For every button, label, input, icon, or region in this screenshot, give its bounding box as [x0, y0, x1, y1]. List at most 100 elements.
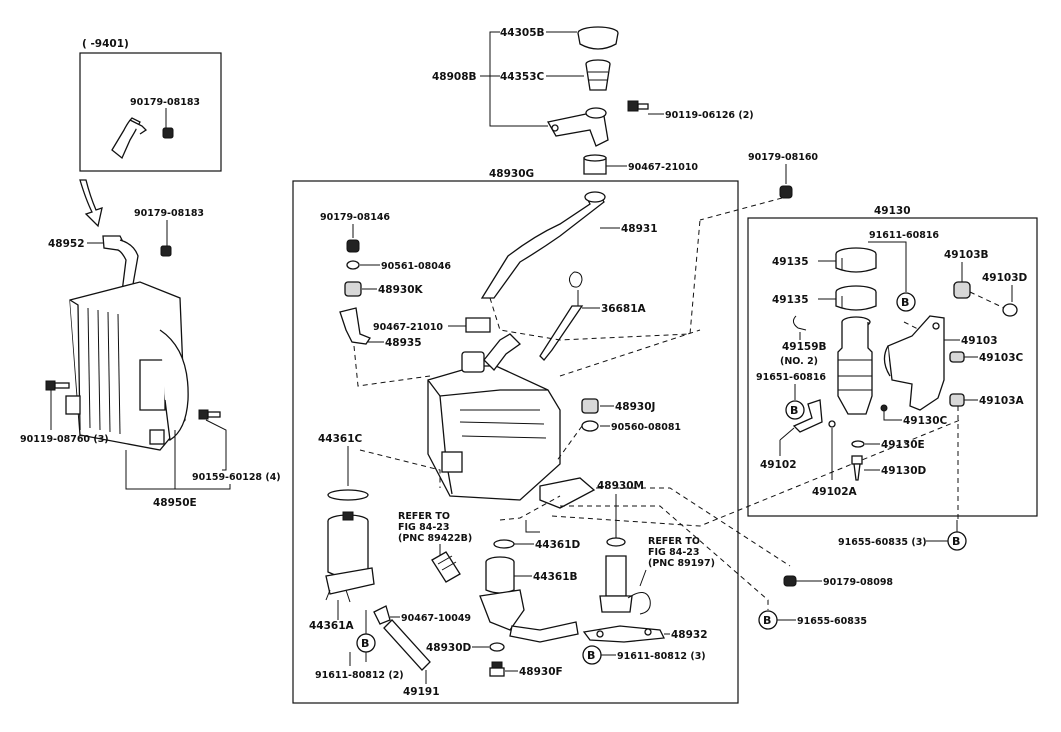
inset-date-range: ( -9401) [82, 38, 129, 50]
label-48930J: 48930J [615, 401, 655, 413]
label-49135-bottom: 49135 [772, 294, 809, 306]
cap-ring-49135-top [835, 247, 877, 273]
pump-motor-44361A [325, 511, 375, 603]
label-90467-21010-center: 90467-21010 [373, 322, 443, 333]
label-90179-08146: 90179-08146 [320, 212, 390, 223]
washer-motor-housing [65, 281, 189, 451]
pump-44361B [479, 556, 579, 643]
label-90179-08160: 90179-08160 [748, 152, 818, 163]
connector-89422B [431, 551, 461, 583]
clip-49159B [792, 315, 807, 331]
label-49102: 49102 [760, 459, 797, 471]
cap-ring-49135-bottom [835, 285, 877, 311]
label-48930M: 48930M [597, 480, 644, 492]
label-48952: 48952 [48, 238, 85, 250]
label-44361B: 44361B [533, 571, 578, 583]
bolt-top [627, 100, 649, 112]
label-48932: 48932 [671, 629, 708, 641]
washer-reservoir-tank [427, 333, 596, 509]
washer-48930D [489, 642, 505, 652]
label-49130E: 49130E [881, 439, 925, 451]
label-44361C: 44361C [318, 433, 363, 445]
label-48908B: 48908B [432, 71, 477, 83]
screw-49130C [880, 404, 888, 412]
level-sensor-89197 [599, 555, 651, 615]
mark-b-label: B [790, 404, 798, 417]
label-44361A: 44361A [309, 620, 355, 632]
pin-49102A [828, 420, 836, 428]
hose-clamp-top [583, 154, 607, 175]
label-49103C: 49103C [979, 352, 1024, 364]
oring-49130E [851, 440, 865, 448]
label-91651-60816: 91651-60816 [756, 372, 826, 383]
nut-48930F [489, 661, 505, 677]
valve-49130D [851, 455, 863, 481]
bracket-49103 [883, 315, 945, 411]
label-49103D: 49103D [982, 272, 1028, 284]
mark-b-circle [785, 400, 805, 420]
label-90179-08183-inset: 90179-08183 [130, 97, 200, 108]
label-49103A: 49103A [979, 395, 1025, 407]
grommet-90560 [581, 420, 599, 432]
filter-strainer [585, 59, 611, 91]
label-91611-60816: 91611-60816 [869, 230, 939, 241]
grommet-48930M [606, 537, 626, 547]
label-90467-10049: 90467-10049 [401, 613, 471, 624]
mark-b-label: B [763, 614, 771, 627]
label-36681A: 36681A [601, 303, 647, 315]
nut-90561 [346, 260, 360, 270]
label-49159B: 49159B [782, 341, 827, 353]
refer2-line2: FIG 84-23 [648, 547, 700, 558]
label-90119-08760: 90119-08760 (3) [20, 434, 109, 445]
mark-b-label: B [952, 535, 960, 548]
label-49130: 49130 [874, 205, 911, 217]
reservoir-frame [292, 180, 739, 704]
refer1-line1: REFER TO [398, 511, 450, 522]
nut-90179-08098 [783, 575, 797, 587]
hose-49191 [383, 619, 431, 671]
label-48931: 48931 [621, 223, 658, 235]
label-48930D: 48930D [426, 642, 472, 654]
label-90159-60128: 90159-60128 (4) [192, 472, 281, 483]
label-49102A: 49102A [812, 486, 858, 498]
label-91655-60835-3: 91655-60835 (3) [838, 537, 927, 548]
label-44361D: 44361D [535, 539, 581, 551]
label-48935: 48935 [385, 337, 422, 349]
refer1-line3: (PNC 89422B) [398, 533, 472, 544]
refer2-line3: (PNC 89197) [648, 558, 715, 569]
arrow-icon [79, 179, 103, 228]
mark-b-label: B [901, 296, 909, 309]
label-91611-80812-3: 91611-80812 (3) [617, 651, 706, 662]
bracket-48935 [339, 307, 371, 345]
label-90119-06126: 90119-06126 (2) [665, 110, 754, 121]
label-90560-08081: 90560-08081 [611, 422, 681, 433]
label-48930G: 48930G [489, 168, 534, 180]
grommet-49103A [949, 393, 965, 407]
hose-48931 [480, 191, 606, 299]
label-48930F: 48930F [519, 666, 563, 678]
refer1-line2: FIG 84-23 [398, 522, 450, 533]
mark-b-circle [896, 292, 916, 312]
gasket-48932 [582, 625, 666, 643]
inset-clamp-part [111, 117, 174, 160]
level-gauge-36681A [539, 271, 584, 361]
label-91655-60835: 91655-60835 [797, 616, 867, 627]
mark-b-label: B [361, 637, 369, 650]
label-44353C: 44353C [500, 71, 545, 83]
label-49135-top: 49135 [772, 256, 809, 268]
mark-b-label: B [587, 649, 595, 662]
label-49103B: 49103B [944, 249, 989, 261]
label-90179-08098: 90179-08098 [823, 577, 893, 588]
clamp-90467-10049 [373, 605, 391, 625]
bolt-right [198, 409, 221, 420]
bolt-left [45, 380, 70, 391]
grommet-49103C [949, 351, 965, 363]
gasket-44361C [327, 489, 369, 501]
label-44305B: 44305B [500, 27, 545, 39]
label-90561-08046: 90561-08046 [381, 261, 451, 272]
gasket-44361D [493, 539, 515, 549]
label-91611-80812-2: 91611-80812 (2) [315, 670, 404, 681]
bushing-49103B [953, 281, 971, 299]
label-90179-08183: 90179-08183 [134, 208, 204, 219]
